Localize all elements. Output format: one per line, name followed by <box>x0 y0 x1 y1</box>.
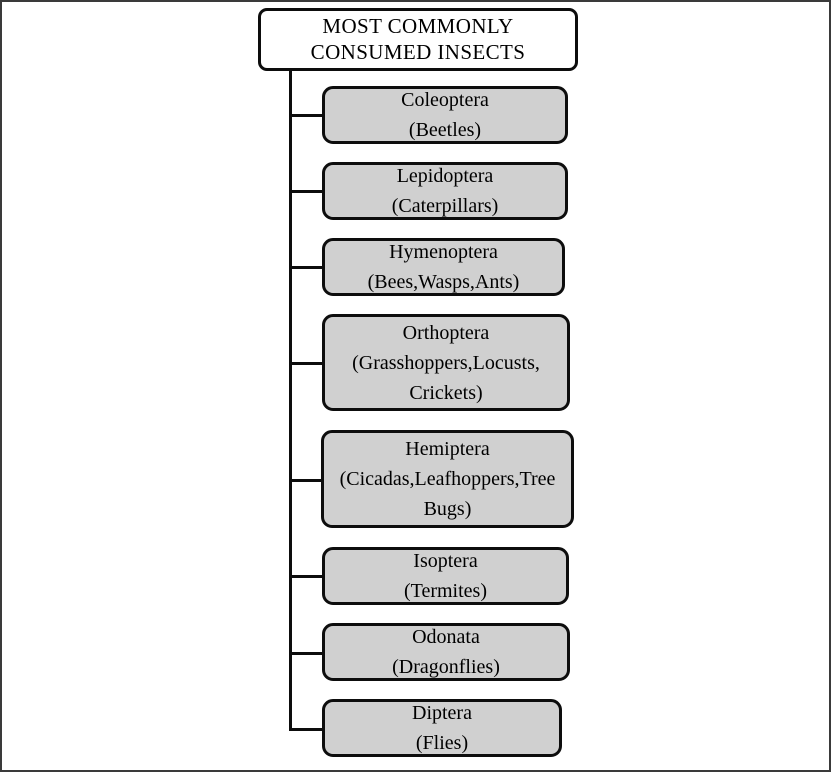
node-orthoptera-line-2: (Grasshoppers,Locusts, <box>352 351 540 374</box>
node-diptera-line-2: (Flies) <box>415 732 469 754</box>
node-coleoptera: Coleoptera (Beetles) <box>322 86 568 144</box>
node-coleoptera-line-1: Coleoptera <box>401 89 489 111</box>
node-lepidoptera-line-1: Lepidoptera <box>396 165 494 187</box>
branch-connector-orthoptera <box>289 362 323 365</box>
node-orthoptera: Orthoptera (Grasshoppers,Locusts, Cricke… <box>322 314 570 411</box>
branch-connector-diptera <box>289 728 323 731</box>
node-coleoptera-line-2: (Beetles) <box>408 119 482 141</box>
node-odonata: Odonata (Dragonflies) <box>322 623 570 681</box>
trunk-connector <box>289 71 292 730</box>
root-node-most-commonly-consumed-insects: MOST COMMONLY CONSUMED INSECTS <box>258 8 578 71</box>
node-isoptera-line-2: (Termites) <box>403 580 487 602</box>
node-odonata-line-2: (Dragonflies) <box>392 656 500 678</box>
branch-connector-hymenoptera <box>289 266 323 269</box>
branch-connector-isoptera <box>289 575 323 578</box>
branch-connector-hemiptera <box>289 479 323 482</box>
node-hemiptera: Hemiptera (Cicadas,Leafhoppers,Tree Bugs… <box>321 430 574 528</box>
node-hymenoptera-line-2: (Bees,Wasps,Ants) <box>367 271 520 293</box>
node-diptera: Diptera (Flies) <box>322 699 562 757</box>
node-hymenoptera: Hymenoptera (Bees,Wasps,Ants) <box>322 238 565 296</box>
node-orthoptera-line-1: Orthoptera <box>402 321 490 344</box>
node-lepidoptera-line-2: (Caterpillars) <box>391 195 499 217</box>
node-diptera-line-1: Diptera <box>412 702 472 724</box>
node-odonata-line-1: Odonata <box>412 626 480 648</box>
node-hemiptera-line-1: Hemiptera <box>405 438 490 460</box>
root-title-line-2: CONSUMED INSECTS <box>310 39 526 64</box>
node-isoptera: Isoptera (Termites) <box>322 547 569 605</box>
branch-connector-lepidoptera <box>289 190 323 193</box>
root-title-line-1: MOST COMMONLY <box>322 13 514 38</box>
node-orthoptera-line-3: Crickets) <box>409 381 483 404</box>
node-hymenoptera-line-1: Hymenoptera <box>389 241 498 263</box>
node-hemiptera-line-2: (Cicadas,Leafhoppers,Tree <box>339 468 556 490</box>
node-hemiptera-line-3: Bugs) <box>423 498 472 520</box>
branch-connector-coleoptera <box>289 114 323 117</box>
node-lepidoptera: Lepidoptera (Caterpillars) <box>322 162 568 220</box>
node-isoptera-line-1: Isoptera <box>413 550 478 572</box>
branch-connector-odonata <box>289 652 323 655</box>
